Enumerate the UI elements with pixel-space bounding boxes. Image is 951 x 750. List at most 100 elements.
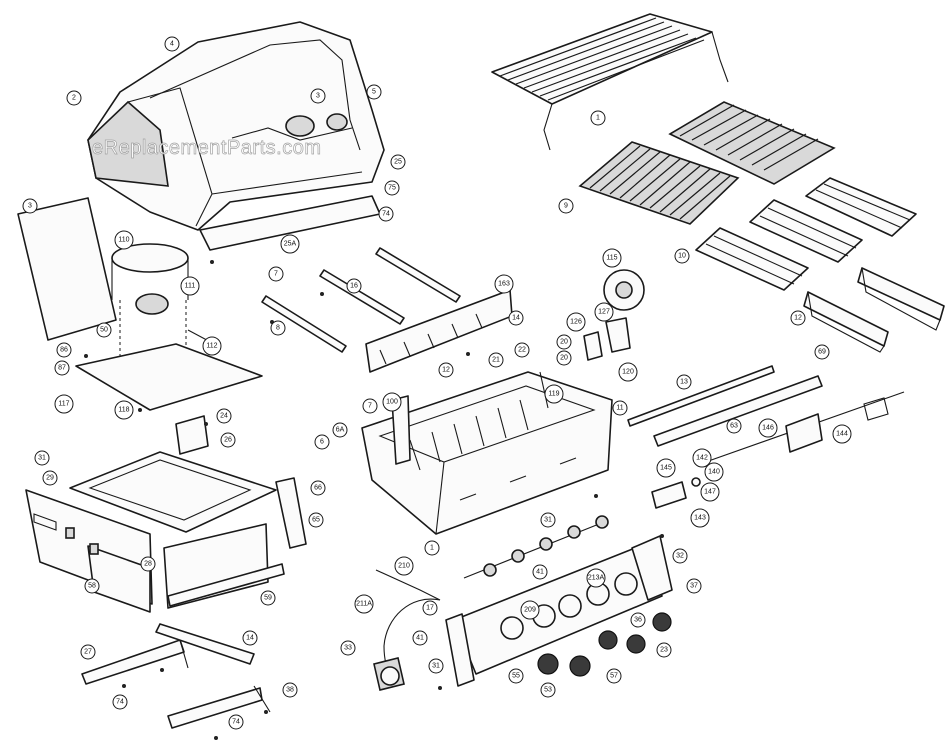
callout-rotis-bracket2: 126 [566, 312, 586, 332]
callout-label: 3 [316, 93, 320, 100]
callout-label: 118 [118, 407, 129, 414]
callout-cart-screw4: 74 [228, 714, 244, 730]
callout-bubble [726, 418, 742, 434]
callout-label: 50 [100, 327, 108, 334]
callout-label: 7 [368, 403, 372, 410]
callout-bubble [42, 470, 58, 486]
callout-manifold-bracket: 163 [494, 274, 514, 294]
callout-label: 66 [314, 485, 322, 492]
callout-cookbox-bolt: 100 [382, 392, 402, 412]
callout-label: 119 [548, 391, 559, 398]
callout-spit-bracket: 143 [690, 508, 710, 528]
callout-label: 211A [356, 601, 372, 608]
callout-bubble [66, 90, 82, 106]
callout-cookbox-screw: 119 [544, 384, 564, 404]
callout-bubble [390, 154, 406, 170]
callout-label: 74 [382, 211, 390, 218]
callout-label: 117 [58, 401, 69, 408]
watermark-text: eReplacementParts.com [92, 137, 321, 159]
callout-label: 41 [536, 569, 544, 576]
callout-label: 63 [730, 423, 738, 430]
callout-burner-8: 8 [270, 320, 286, 336]
callout-cart-screw3: 74 [112, 694, 128, 710]
callout-spit: 144 [832, 424, 852, 444]
callout-thermo: 3 [310, 88, 326, 104]
callout-bubble [220, 432, 236, 448]
callout-bubble [508, 668, 524, 684]
callout-label: 8 [276, 325, 280, 332]
callout-bolt-c: 117 [54, 394, 74, 414]
callout-label: 31 [432, 663, 440, 670]
callout-cart-bottom-b: 14 [242, 630, 258, 646]
callout-bubble [686, 578, 702, 594]
callout-bubble [268, 266, 284, 282]
callout-bubble [556, 334, 572, 350]
callout-bubble [310, 88, 326, 104]
callout-handle: 25A [280, 234, 300, 254]
callout-label: 100 [386, 399, 398, 406]
callout-bubble [54, 394, 74, 414]
rear-burner-spit [627, 365, 905, 509]
callout-label: 74 [116, 699, 124, 706]
callout-bubble [114, 400, 134, 420]
callout-bubble [242, 630, 258, 646]
callout-bubble [438, 362, 454, 378]
callout-label: 87 [58, 365, 66, 372]
callout-label: 126 [570, 319, 582, 326]
callout-cookbox-bolt2: 11 [612, 400, 628, 416]
grill-lid: eReplacementParts.com [87, 21, 385, 251]
callout-bubble [532, 564, 548, 580]
callout-label: 2 [72, 95, 76, 102]
callout-label: 58 [88, 583, 96, 590]
callout-label: 59 [264, 595, 272, 602]
callout-rear-tube: 63 [726, 418, 742, 434]
callout-label: 145 [660, 465, 672, 472]
callout-label: 32 [676, 553, 684, 560]
callout-label: 20 [560, 355, 568, 362]
callout-bubble [814, 344, 830, 360]
callout-manifold: 41 [532, 564, 548, 580]
callout-bubble [382, 392, 402, 412]
callout-bubble [114, 230, 134, 250]
callout-label: 21 [492, 357, 500, 364]
callout-label: 37 [690, 583, 698, 590]
callout-tank-bracket: 112 [202, 336, 222, 356]
callout-bezel-knob: 213A [586, 568, 606, 588]
callout-control-panel: 36 [630, 612, 646, 628]
callout-label: 127 [598, 309, 610, 316]
callout-label: 10 [678, 253, 686, 260]
callout-bezel-knob2: 209 [520, 600, 540, 620]
callout-bubble [690, 508, 710, 528]
callout-label: 57 [610, 673, 618, 680]
callout-cookbox-hinge-l: 7 [362, 398, 378, 414]
cart-bottom [81, 623, 271, 729]
callout-bubble [602, 248, 622, 268]
callout-label: 28 [144, 561, 152, 568]
callout-bolt-b: 87 [54, 360, 70, 376]
callout-bubble [140, 556, 156, 572]
callout-knob: 23 [656, 642, 672, 658]
side-panel-tank [17, 197, 263, 411]
callout-label: 120 [622, 369, 634, 376]
callout-bubble [340, 640, 356, 656]
callout-label: 14 [246, 635, 254, 642]
callout-label: 31 [38, 455, 46, 462]
callout-bubble [606, 668, 622, 684]
callout-lid-end-right: 5 [366, 84, 382, 100]
callout-label: 41 [416, 635, 424, 642]
heat-shields [803, 267, 945, 353]
callout-bubble [424, 540, 440, 556]
callout-rotis-motor: 115 [602, 248, 622, 268]
cookbox [361, 371, 613, 535]
callout-side-shelf-panel: 3 [22, 198, 38, 214]
callout-label: 7 [274, 271, 278, 278]
callout-bubble [700, 482, 720, 502]
callout-label: 65 [312, 517, 320, 524]
callout-bubble [394, 556, 414, 576]
callout-bubble [594, 302, 614, 322]
callout-bolt-d: 118 [114, 400, 134, 420]
callout-bubble [180, 276, 200, 296]
callout-cart-screw2: 26 [220, 432, 236, 448]
callout-bolt-a: 86 [56, 342, 72, 358]
